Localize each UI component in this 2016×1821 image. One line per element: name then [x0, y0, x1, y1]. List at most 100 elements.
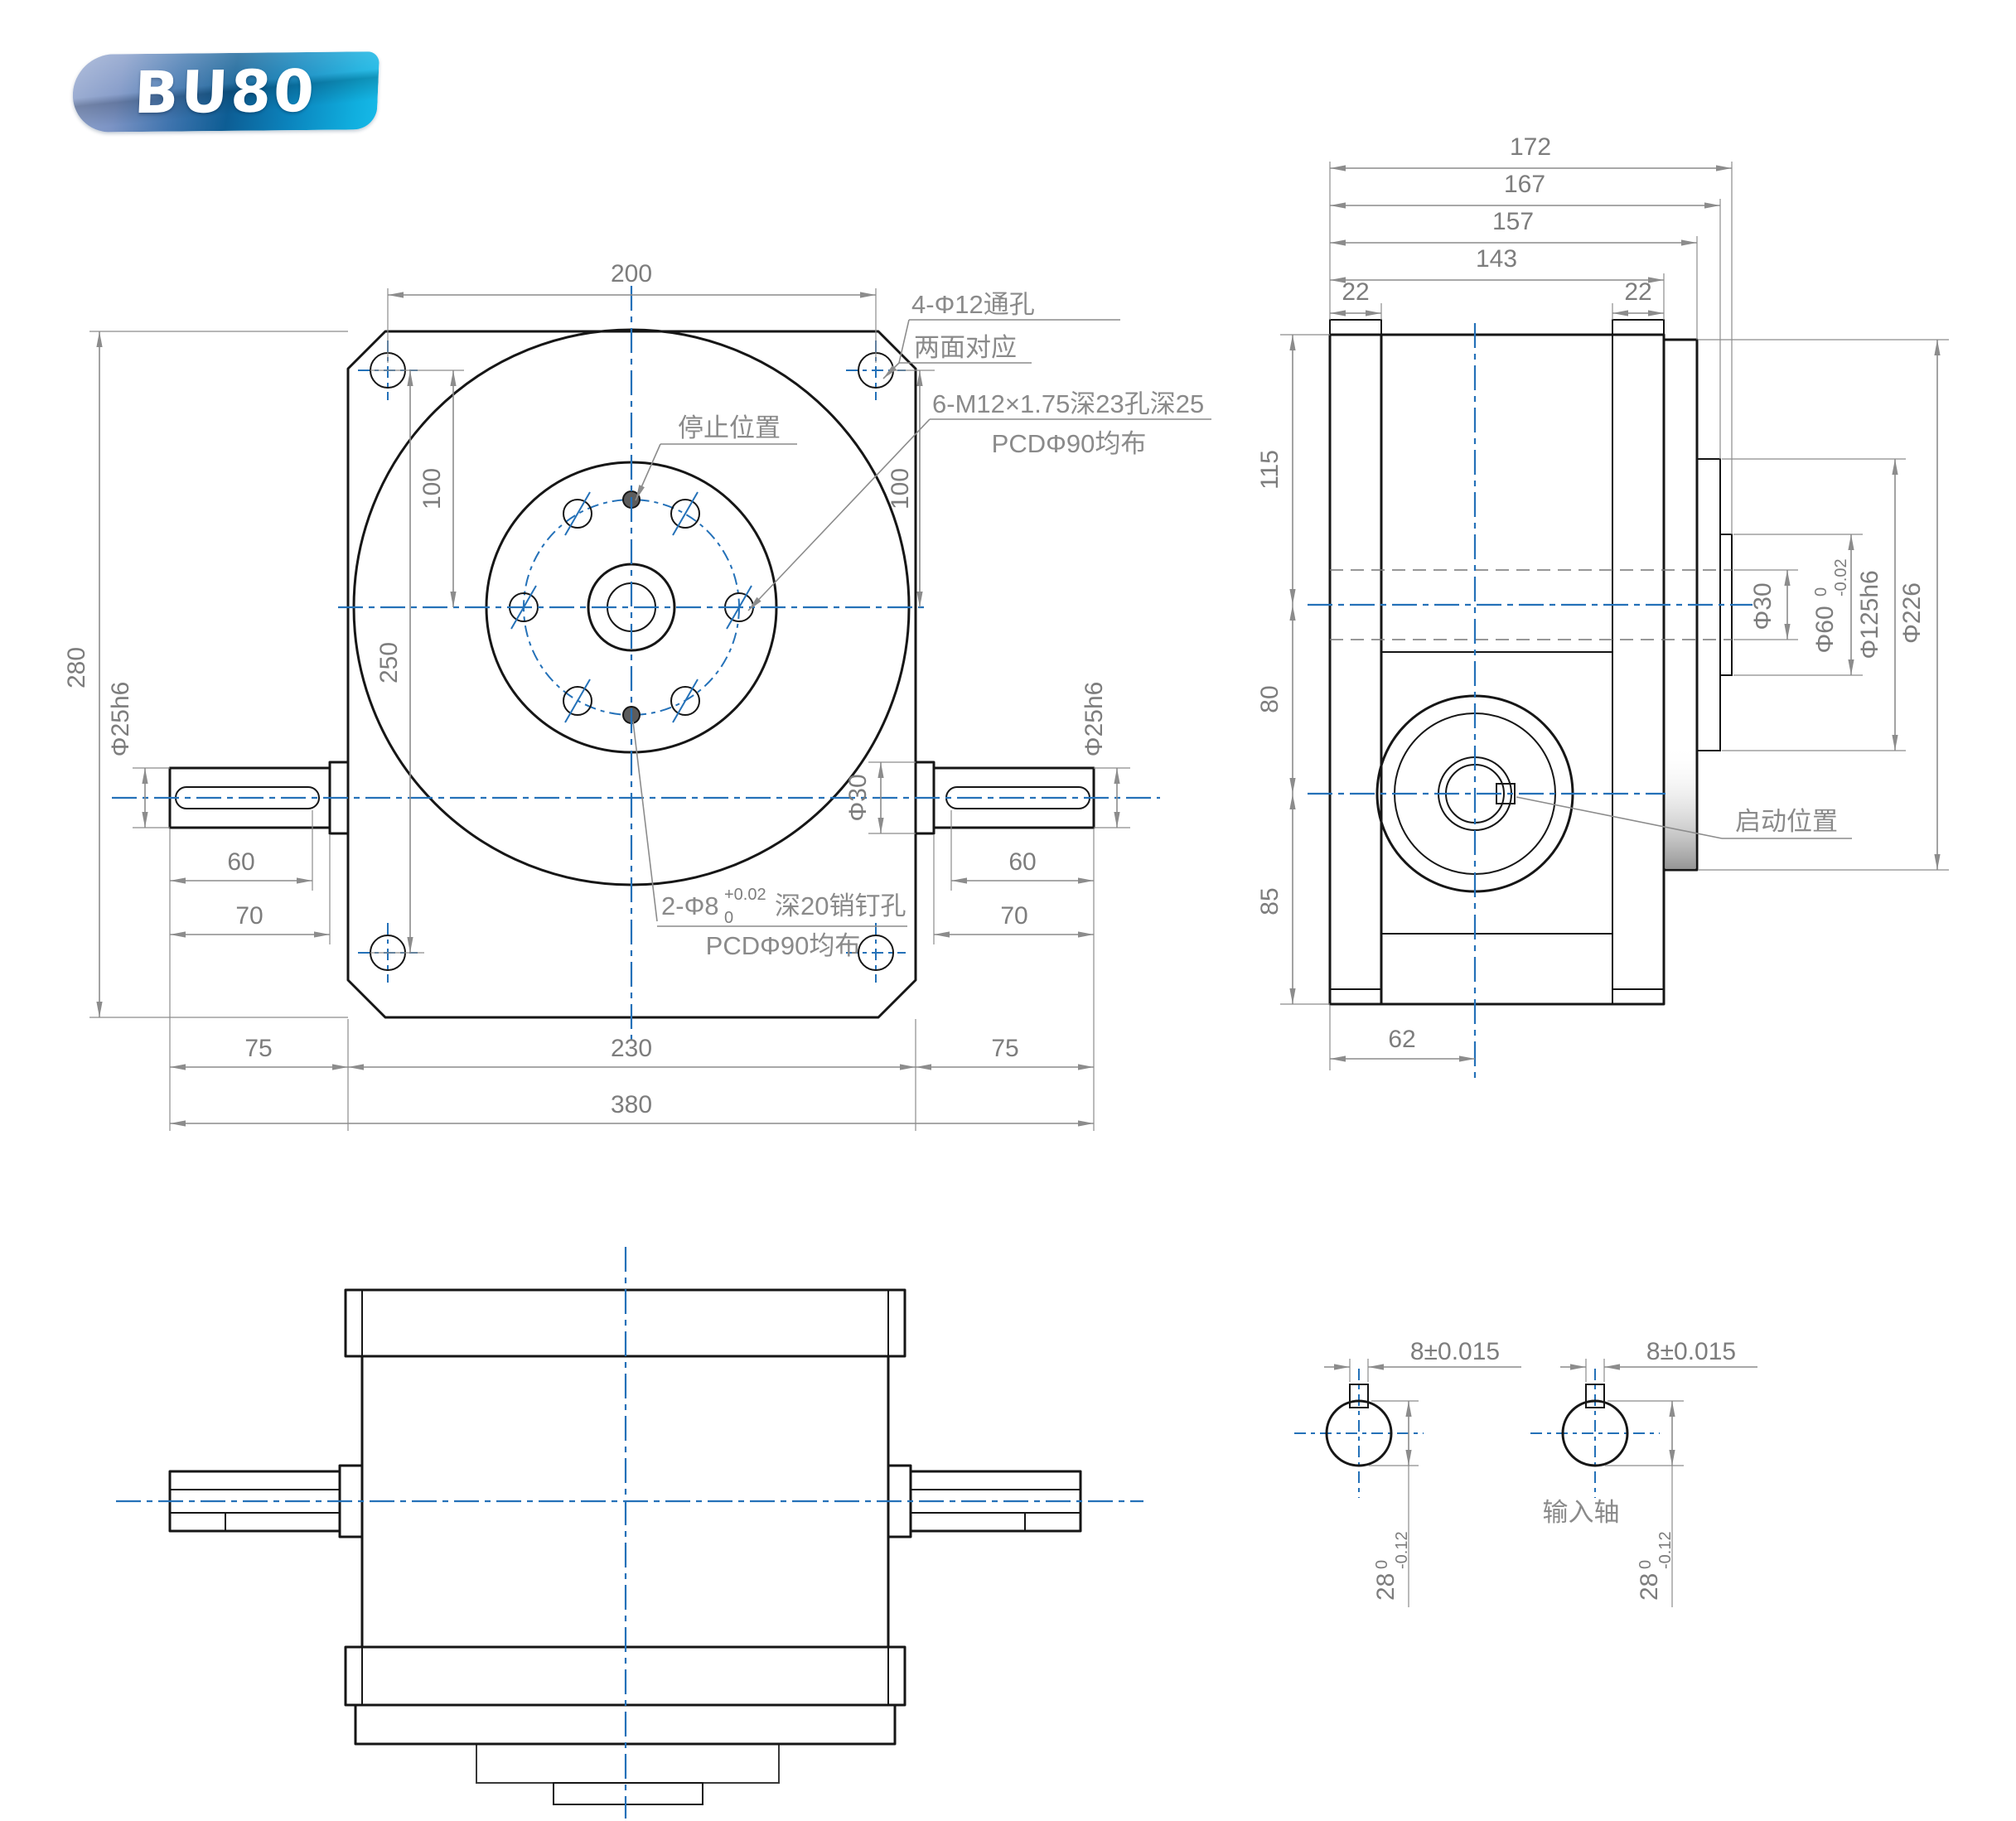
- dim-dia25-right-label: Φ25h6: [1081, 682, 1108, 757]
- dim-100-right: 100: [887, 370, 935, 607]
- dim-280: 280: [63, 331, 348, 1018]
- callout-tapped-holes-line2: PCDΦ90均布: [992, 429, 1147, 458]
- dim-70-left: 70: [170, 835, 331, 944]
- dim-200-label: 200: [611, 260, 652, 287]
- dim-dia28-left-tol-lower: -0.12: [1393, 1531, 1411, 1569]
- front-view: 200 4-Φ12通孔 两面对应 100 6-M12×1.75深23孔深25: [63, 260, 1211, 1131]
- dim-230: 230: [348, 1019, 916, 1131]
- dim-22-right-label: 22: [1624, 278, 1651, 306]
- side-body-tab-bottom: [1612, 988, 1665, 1005]
- model-badge: BU80: [70, 51, 380, 133]
- dim-dia60-side: Φ60 0 -0.02: [1733, 534, 1863, 676]
- side-body: [1380, 333, 1665, 1006]
- dim-85-label: 85: [1256, 887, 1284, 915]
- side-body-tab-top: [1612, 319, 1665, 336]
- dim-62: 62: [1329, 1006, 1475, 1070]
- dim-60-right: 60: [950, 810, 1095, 1131]
- side-flange-tab-top: [1329, 319, 1382, 336]
- dim-dia60-side-label: Φ60: [1811, 606, 1839, 653]
- side-output-plate-shade: [1665, 746, 1695, 868]
- side-flange: [1328, 333, 1383, 1006]
- dim-dia30-side-label: Φ30: [1749, 582, 1777, 630]
- dim-143: 143: [1330, 245, 1665, 320]
- dim-dia60-tol-upper: 0: [1812, 587, 1830, 597]
- dim-70-right: 70: [933, 835, 1094, 944]
- dim-157: 157: [1330, 208, 1698, 340]
- dim-230-label: 230: [611, 1035, 652, 1062]
- callout-pin-prefix: 2-Φ8: [661, 891, 719, 920]
- dim-200: 200: [387, 260, 877, 363]
- dim-60-left: 60: [169, 810, 313, 1131]
- dim-167: 167: [1330, 171, 1721, 459]
- dim-dia25-left: Φ25h6: [107, 682, 170, 828]
- dim-75-right: 75: [916, 1035, 1094, 1070]
- dim-dia30-side: Φ30: [1733, 569, 1798, 640]
- dim-dia125-side: Φ125h6: [1722, 458, 1906, 751]
- dim-115-label: 115: [1256, 450, 1284, 490]
- input-shaft-sections: 8±0.015 28 0 -0.12: [1294, 1338, 1757, 1607]
- dim-dia60-tol-lower: -0.02: [1832, 558, 1850, 597]
- dim-172-label: 172: [1510, 133, 1551, 161]
- side-view: 172 167 157 143 22: [1256, 133, 1949, 1079]
- input-shaft-label: 输入轴: [1543, 1498, 1620, 1527]
- dim-115: 115: [1256, 334, 1330, 605]
- dim-dia28-left-tol-upper: 0: [1373, 1560, 1391, 1569]
- dim-dia30-right-label: Φ30: [844, 774, 872, 821]
- callout-pin-tol-upper: +0.02: [724, 886, 766, 904]
- dim-75-left: 75: [170, 1019, 349, 1131]
- dim-250: 250: [370, 370, 424, 954]
- callout-through-holes: 4-Φ12通孔 两面对应: [882, 290, 1120, 379]
- callout-pin-holes: 2-Φ8 +0.02 0 深20销钉孔 PCDΦ90均布: [632, 721, 907, 960]
- dim-80: 80: [1256, 605, 1296, 794]
- dim-143-label: 143: [1476, 245, 1517, 273]
- callout-pin-tol-lower: 0: [724, 909, 733, 927]
- dim-key-left-label: 8±0.015: [1410, 1338, 1500, 1365]
- dim-dia28-left-label: 28: [1372, 1573, 1400, 1601]
- model-badge-label: BU80: [133, 56, 318, 128]
- dim-60-left-label: 60: [227, 848, 254, 876]
- dim-dia30-right: Φ30: [844, 761, 916, 834]
- shaft-section-right: 8±0.015 28 0 -0.12 输入轴: [1530, 1338, 1757, 1607]
- callout-pin-line2: PCDΦ90均布: [706, 931, 861, 960]
- dim-dia226-side: Φ226: [1699, 339, 1949, 871]
- dim-380-label: 380: [611, 1091, 652, 1118]
- dim-157-label: 157: [1492, 208, 1534, 235]
- dim-280-label: 280: [63, 647, 90, 688]
- callout-through-holes-line1: 4-Φ12通孔: [911, 290, 1035, 319]
- dim-22-right: 22: [1612, 278, 1664, 320]
- callout-start-position: 启动位置: [1516, 796, 1852, 839]
- bottom-step-2: [553, 1782, 703, 1805]
- callout-through-holes-line2: 两面对应: [914, 333, 1017, 362]
- callout-stop-position-label: 停止位置: [678, 413, 781, 442]
- callout-tapped-holes: 6-M12×1.75深23孔深25 PCDΦ90均布: [747, 389, 1211, 611]
- callout-stop-position: 停止位置: [635, 413, 797, 501]
- dim-dia28-right-tol-upper: 0: [1636, 1560, 1655, 1569]
- dim-dia28-right-tol-lower: -0.12: [1656, 1531, 1675, 1569]
- m12-holes: [509, 499, 754, 716]
- callout-start-position-label: 启动位置: [1735, 807, 1838, 836]
- dim-22-left: 22: [1330, 278, 1382, 320]
- dim-dia25-right: Φ25h6: [1081, 682, 1130, 828]
- dim-dia226-side-label: Φ226: [1898, 582, 1926, 644]
- dim-75-right-label: 75: [991, 1035, 1018, 1062]
- dim-dia125-side-label: Φ125h6: [1856, 570, 1883, 659]
- dim-22-left-label: 22: [1342, 278, 1369, 306]
- bottom-view: [116, 1247, 1143, 1819]
- bottom-step-1: [476, 1743, 780, 1784]
- callout-pin-suffix: 深20销钉孔: [775, 891, 906, 920]
- front-plate: [346, 330, 917, 1019]
- dim-75-left-label: 75: [244, 1035, 272, 1062]
- dim-70-right-label: 70: [1000, 902, 1027, 930]
- dim-80-label: 80: [1256, 685, 1284, 712]
- dim-380: 380: [170, 1091, 1094, 1127]
- dim-62-label: 62: [1388, 1026, 1415, 1053]
- dim-85: 85: [1256, 794, 1330, 1005]
- dim-100-left-label: 100: [418, 468, 446, 510]
- dim-100-left: 100: [370, 370, 464, 607]
- dim-100-right-label: 100: [887, 468, 914, 510]
- dim-70-left-label: 70: [235, 902, 263, 930]
- dim-60-right-label: 60: [1008, 848, 1036, 876]
- dim-250-label: 250: [375, 642, 403, 683]
